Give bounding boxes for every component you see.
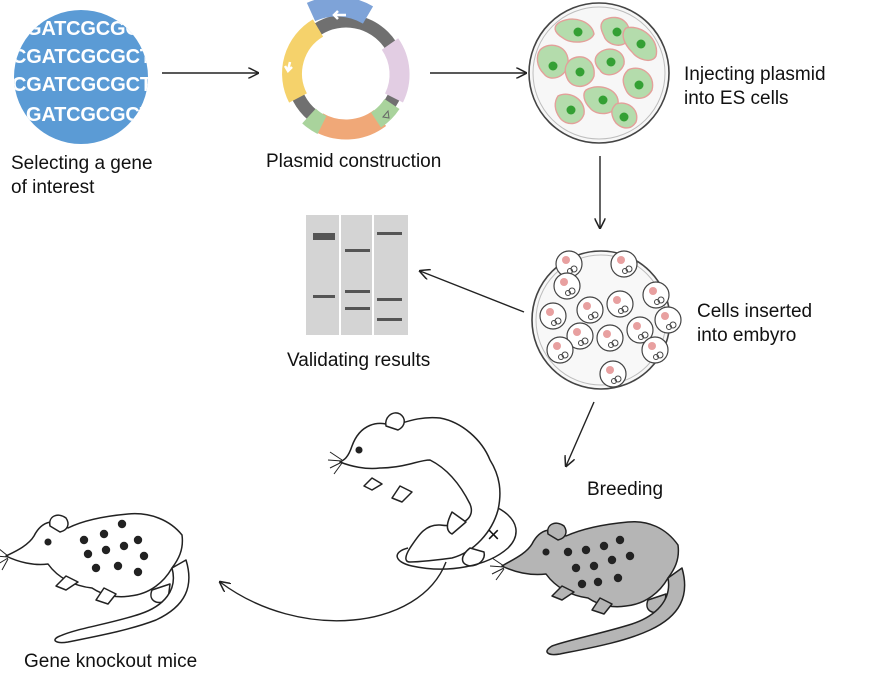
spot bbox=[563, 547, 573, 557]
spot bbox=[571, 563, 581, 573]
label-breeding: Breeding bbox=[587, 479, 664, 500]
embryo-cell bbox=[626, 316, 654, 344]
label-line: of interest bbox=[11, 177, 95, 198]
label-line: into ES cells bbox=[684, 88, 789, 109]
arrow-embryo-to-breeding bbox=[566, 401, 595, 466]
spot bbox=[139, 551, 149, 561]
spot bbox=[133, 535, 143, 545]
white-mouse-icon bbox=[327, 412, 517, 570]
spot bbox=[99, 529, 109, 539]
embryo-cell bbox=[539, 302, 567, 330]
embryo-cell bbox=[606, 290, 634, 318]
label-select-gene: Selecting a gene of interest bbox=[11, 152, 153, 200]
spot bbox=[607, 555, 617, 565]
label-validate: Validating results bbox=[287, 350, 431, 371]
spot bbox=[589, 561, 599, 571]
es-cell-dish-icon bbox=[528, 2, 670, 144]
spot bbox=[91, 563, 101, 573]
label-line: Injecting plasmid bbox=[684, 64, 826, 85]
dna-sequence: GATCGCGCT bbox=[26, 104, 148, 126]
embryo-cell bbox=[642, 281, 670, 309]
spot bbox=[119, 541, 129, 551]
label-inject: Injecting plasmid into ES cells bbox=[684, 63, 826, 111]
embryo-cell bbox=[596, 324, 624, 352]
embryo-cell bbox=[576, 296, 604, 324]
embryo-cell bbox=[599, 360, 627, 388]
embryo-cell bbox=[566, 322, 594, 350]
knockout-mouse-icon bbox=[0, 512, 190, 644]
label-line: Selecting a gene bbox=[11, 153, 153, 174]
dna-sequence: CGATCGCGCTA bbox=[14, 74, 148, 96]
spot bbox=[577, 579, 587, 589]
plasmid-icon bbox=[282, 0, 410, 140]
label-line: into embyro bbox=[697, 325, 797, 346]
embryo-cell bbox=[641, 336, 669, 364]
label-knockout: Gene knockout mice bbox=[24, 651, 198, 672]
spot bbox=[117, 519, 127, 529]
spot bbox=[613, 573, 623, 583]
gel-icon bbox=[306, 215, 408, 335]
spot bbox=[133, 567, 143, 577]
spot bbox=[101, 545, 111, 555]
spot bbox=[625, 551, 635, 561]
cross-symbol: × bbox=[487, 522, 500, 547]
spot bbox=[593, 577, 603, 587]
embryo-cell bbox=[654, 306, 682, 334]
embryo-cell bbox=[553, 272, 581, 300]
label-embryo: Cells inserted into embyro bbox=[697, 300, 812, 348]
spot bbox=[79, 535, 89, 545]
arrow-embryo-to-validate bbox=[420, 271, 525, 313]
embryo-dish-icon bbox=[531, 250, 682, 390]
gray-mouse-icon bbox=[489, 520, 686, 656]
embryo-cell bbox=[610, 250, 638, 278]
dna-sequence: CGATCGCGCTA bbox=[14, 46, 148, 68]
spot bbox=[599, 541, 609, 551]
embryo-cell bbox=[546, 336, 574, 364]
dna-circle-icon: GATCGCGCT CGATCGCGCTA CGATCGCGCTA GATCGC… bbox=[14, 10, 148, 144]
flow-arrows bbox=[162, 73, 600, 622]
spot bbox=[113, 561, 123, 571]
label-line: Cells inserted bbox=[697, 301, 813, 322]
spot bbox=[615, 535, 625, 545]
label-plasmid: Plasmid construction bbox=[266, 151, 442, 172]
spot bbox=[581, 545, 591, 555]
arrow-breeding-to-knockout bbox=[220, 561, 447, 622]
spot bbox=[83, 549, 93, 559]
dna-sequence: GATCGCGCT bbox=[26, 18, 148, 40]
